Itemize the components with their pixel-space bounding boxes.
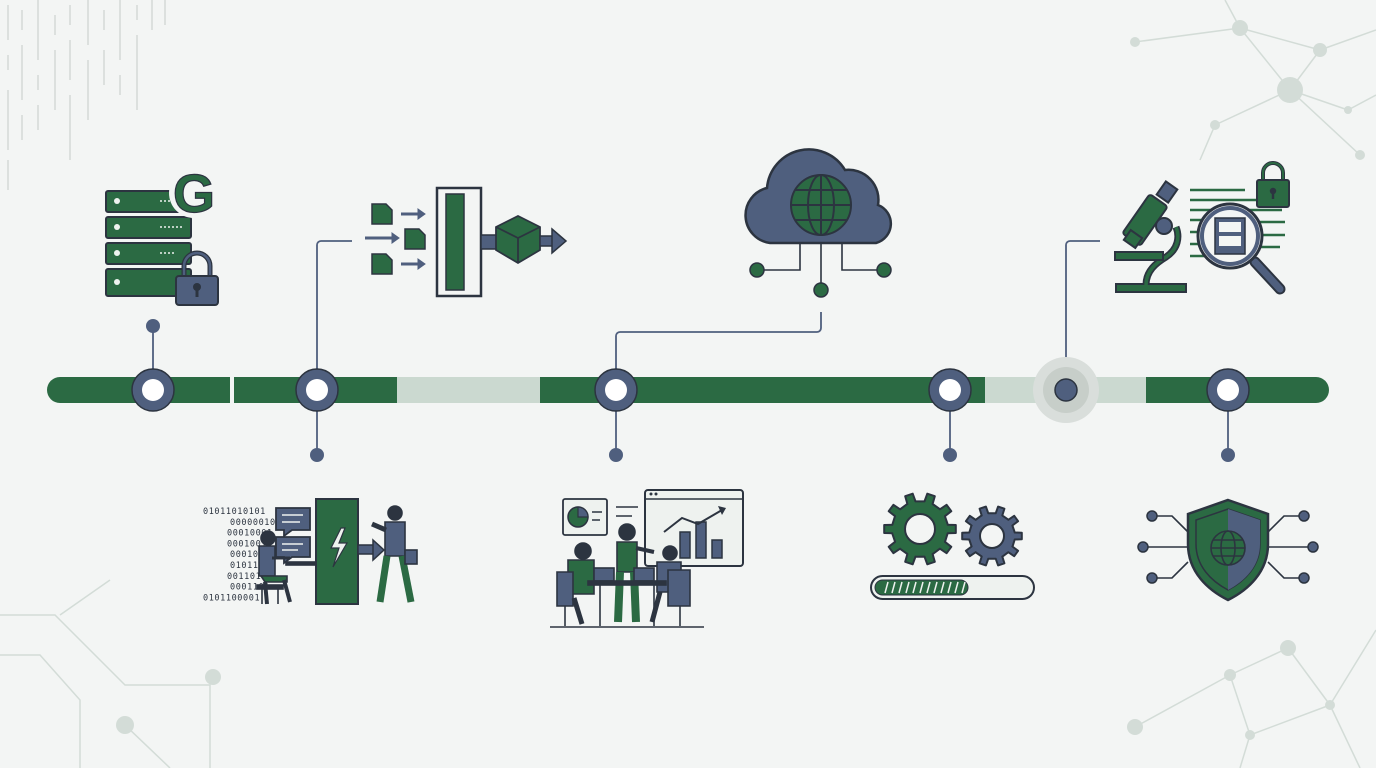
binary-line: 00010101 — [230, 550, 276, 560]
connector-2-up — [316, 240, 352, 369]
milestone-node-5[interactable] — [1033, 357, 1099, 423]
large-gear-icon — [883, 492, 957, 566]
timeline-segment-joint — [210, 377, 230, 403]
connector-lines — [146, 240, 1235, 462]
node-center — [142, 379, 164, 401]
pie-chart-card — [562, 498, 638, 536]
binary-rain-decoration — [7, 0, 166, 190]
connector-end-dot — [146, 319, 160, 333]
loading-stripe — [898, 581, 903, 594]
binary-line: 0101100001 — [203, 593, 260, 603]
node-center — [1217, 379, 1239, 401]
server-security-icon: G — [105, 163, 219, 306]
milestone-nodes — [131, 357, 1250, 423]
cloud-network-icon — [744, 148, 893, 298]
loading-stripe — [919, 581, 924, 594]
power-panel — [315, 498, 359, 605]
small-gear-icon — [961, 505, 1023, 567]
binary-line: 01011010101 — [203, 507, 266, 517]
microscope-icon — [1114, 180, 1187, 293]
connector-end-dot — [310, 448, 324, 462]
binary-line: 00110101 — [227, 572, 273, 582]
node-center — [306, 379, 328, 401]
binary-line: 000100101 — [227, 539, 278, 549]
seated-person — [256, 530, 317, 605]
node-center — [605, 379, 627, 401]
connector-3-up — [615, 312, 822, 369]
standing-person — [371, 505, 418, 603]
milestone-node-2[interactable] — [295, 368, 339, 412]
loading-bar — [870, 575, 1035, 600]
loading-stripe — [954, 581, 959, 594]
circuit-decoration-bottom-left — [0, 579, 221, 768]
globe-icon — [790, 174, 852, 236]
research-lab-icon — [1114, 161, 1290, 295]
gears-progress-icon — [870, 492, 1035, 600]
connector-5-up — [1065, 240, 1100, 378]
loading-stripe — [933, 581, 938, 594]
timeline-segment-3 — [397, 377, 540, 403]
milestone-node-3[interactable] — [594, 368, 638, 412]
loading-stripe — [905, 581, 910, 594]
meeting-people — [556, 523, 691, 626]
node-center — [939, 379, 961, 401]
bar-chart-board — [644, 489, 744, 567]
connector-end-dot — [943, 448, 957, 462]
timeline-bar — [47, 377, 1329, 403]
connector-end-dot — [1221, 448, 1235, 462]
binary-line: 0101110 — [230, 561, 270, 571]
loading-stripe — [912, 581, 917, 594]
magnifier-icon — [1196, 202, 1286, 295]
padlock-icon — [1256, 161, 1290, 208]
loading-stripe — [947, 581, 952, 594]
binary-line: 00010001 — [227, 529, 273, 539]
gear-icon — [883, 492, 1023, 567]
loading-stripe — [884, 581, 889, 594]
binary-stream: 0101101010100000010100010001000100101000… — [203, 507, 281, 603]
network-decoration-bottom-right — [1127, 629, 1376, 768]
milestone-node-6[interactable] — [1206, 368, 1250, 412]
padlock-icon — [175, 250, 219, 306]
loading-stripe — [926, 581, 931, 594]
milestone-node-4[interactable] — [928, 368, 972, 412]
loading-stripe — [940, 581, 945, 594]
connector-end-dot — [609, 448, 623, 462]
chat-bubble-icon — [275, 507, 311, 565]
binary-line: 000000101 — [230, 518, 281, 528]
timeline-segment-joint — [1146, 377, 1166, 403]
team-analytics-icon — [550, 489, 744, 628]
loading-stripe — [891, 581, 896, 594]
node-dot — [1054, 378, 1078, 402]
network-decoration-top-right — [1130, 0, 1376, 161]
loading-stripe — [961, 581, 966, 594]
shield-globe-icon — [1137, 498, 1319, 602]
lightning-icon — [330, 527, 349, 568]
data-handoff-icon: 0101101010100000010100010001000100101000… — [203, 498, 418, 605]
server-badge-letter: G — [173, 164, 215, 224]
globe-icon — [1210, 530, 1246, 566]
data-pipeline-icon — [365, 186, 568, 298]
binary-line: 0001101 — [230, 583, 270, 593]
milestone-node-1[interactable] — [131, 368, 175, 412]
